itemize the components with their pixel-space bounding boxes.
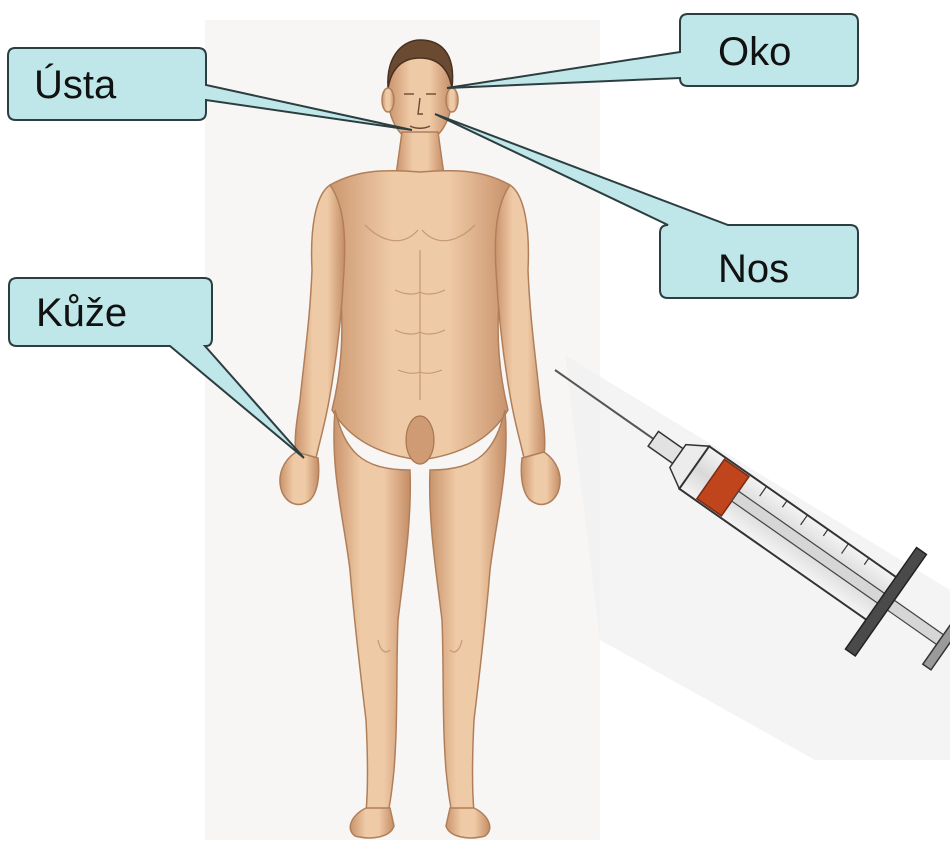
syringe-background: [565, 355, 950, 760]
groin-detail: [406, 416, 434, 464]
right-ear: [446, 88, 458, 112]
label-mouth: Ústa: [34, 62, 117, 107]
label-nose: Nos: [718, 247, 789, 291]
label-skin: Kůže: [36, 291, 127, 335]
neck: [396, 132, 444, 175]
label-eye: Oko: [718, 30, 791, 74]
left-ear: [382, 88, 394, 112]
